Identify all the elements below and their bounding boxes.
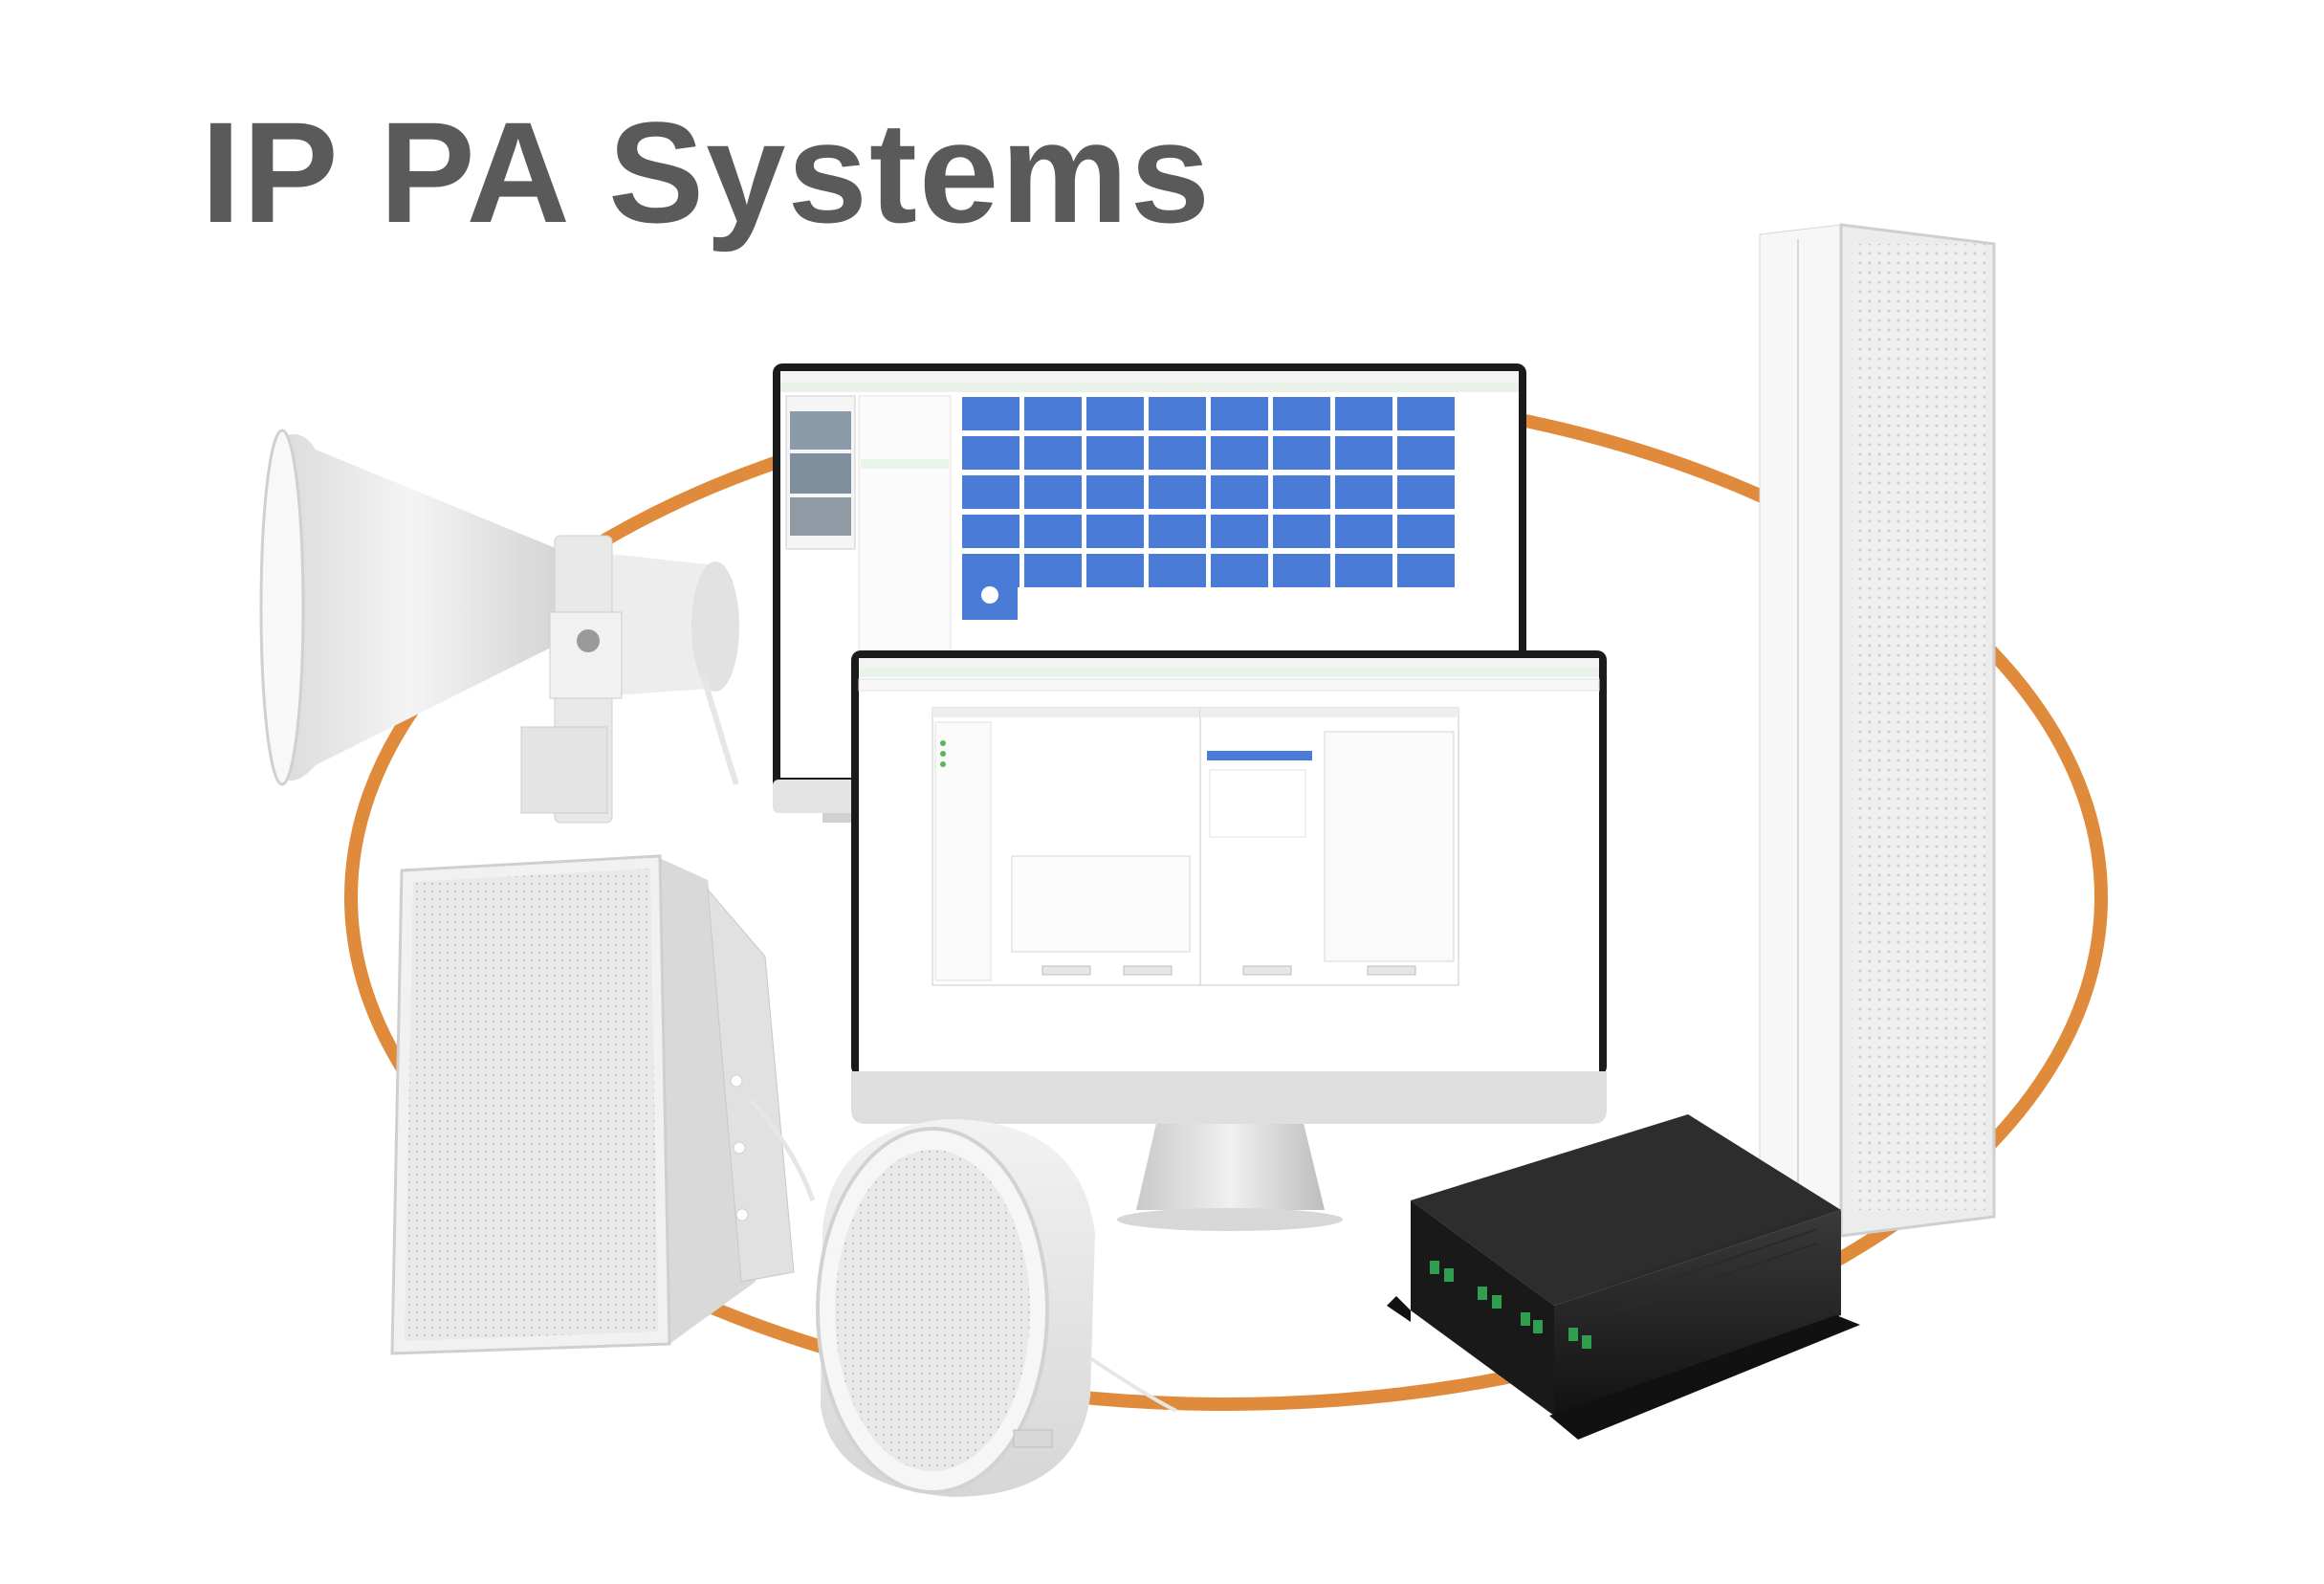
device-tile (1086, 397, 1144, 430)
horn-speaker (259, 429, 739, 824)
device-tile (1086, 554, 1144, 587)
device-tile (1211, 515, 1268, 548)
device-tile (1397, 515, 1455, 548)
network-amplifier (1387, 1114, 1860, 1440)
device-tile (1211, 436, 1268, 470)
ceiling-speaker (816, 1119, 1177, 1497)
wall-mount-speaker (390, 854, 816, 1355)
device-tile (1024, 475, 1082, 509)
device-tile (1149, 436, 1206, 470)
device-tile (1211, 475, 1268, 509)
device-tile (1335, 515, 1392, 548)
device-tile (1335, 554, 1392, 587)
device-tile (1024, 554, 1082, 587)
device-tile (962, 397, 1019, 430)
device-tile (1149, 475, 1206, 509)
page-title: IP PA Systems (201, 92, 1213, 253)
device-tile (1335, 475, 1392, 509)
device-tile (1397, 475, 1455, 509)
device-tile (1397, 554, 1455, 587)
device-tile (1149, 554, 1206, 587)
device-tile (962, 475, 1019, 509)
device-tile (1273, 436, 1330, 470)
device-tile (1273, 554, 1330, 587)
device-tile-grid (962, 397, 1455, 587)
device-tile (1273, 397, 1330, 430)
device-tile (1024, 436, 1082, 470)
device-tile (1149, 397, 1206, 430)
device-tile (1211, 397, 1268, 430)
device-tile (1335, 397, 1392, 430)
device-tile (962, 515, 1019, 548)
device-tile (1024, 515, 1082, 548)
device-tile (1149, 515, 1206, 548)
device-tile (1397, 436, 1455, 470)
device-tile (1397, 397, 1455, 430)
front-monitor (851, 650, 1607, 1231)
device-tile (1086, 436, 1144, 470)
device-tile (962, 436, 1019, 470)
device-tile (1273, 475, 1330, 509)
device-tile (1024, 397, 1082, 430)
device-tile (1335, 436, 1392, 470)
device-tile (1086, 475, 1144, 509)
device-tile (1273, 515, 1330, 548)
device-tile (1211, 554, 1268, 587)
device-tile (1086, 515, 1144, 548)
column-speaker (1759, 223, 1996, 1238)
